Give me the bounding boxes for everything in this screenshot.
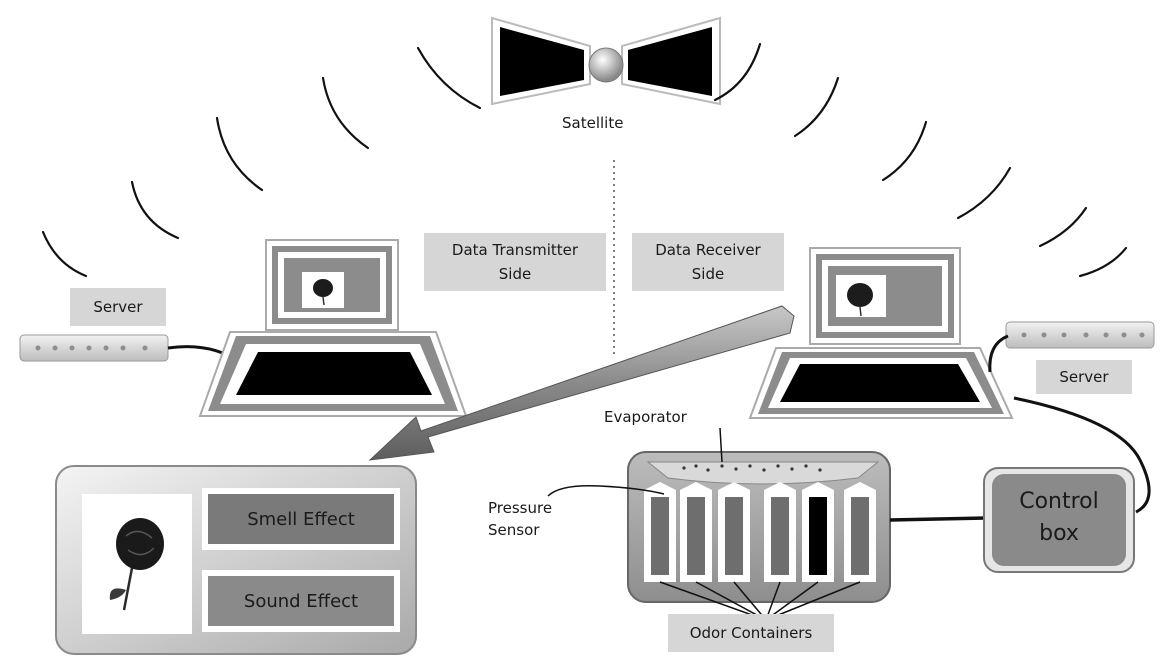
evaporator-label: Evaporator bbox=[604, 408, 687, 426]
server-icon bbox=[19, 334, 169, 362]
arrow-icon bbox=[368, 305, 795, 461]
odor-container bbox=[802, 482, 834, 582]
sound-effect-label: Sound Effect bbox=[243, 590, 359, 612]
smell-effect-box bbox=[202, 488, 400, 550]
odor-container bbox=[718, 482, 750, 582]
odor-container bbox=[764, 482, 796, 582]
odor-container bbox=[680, 482, 712, 582]
odor-containers-label: Odor Containers bbox=[668, 614, 834, 652]
odor-container bbox=[644, 482, 676, 582]
server-icon bbox=[1005, 321, 1155, 349]
sound-effect-box bbox=[202, 570, 400, 632]
rose-icon bbox=[847, 283, 873, 317]
odor-container bbox=[844, 482, 876, 582]
signal-wave-icon bbox=[41, 46, 482, 278]
server-right-label: Server bbox=[1036, 360, 1132, 394]
cable-to-control-box bbox=[1013, 396, 1151, 514]
server-left-label: Server bbox=[70, 288, 166, 326]
rose-icon bbox=[109, 518, 164, 611]
satellite-icon bbox=[491, 16, 721, 106]
control-box bbox=[983, 467, 1135, 573]
smell-effect-label: Smell Effect bbox=[247, 508, 355, 530]
signal-wave-icon bbox=[713, 42, 1128, 278]
receiver-side-label: Data Receiver Side bbox=[632, 233, 784, 291]
transmitter-side-label: Data Transmitter Side bbox=[424, 233, 606, 291]
satellite-label: Satellite bbox=[562, 114, 624, 132]
rose-icon bbox=[313, 279, 333, 306]
control-box-label: Control box bbox=[1019, 489, 1099, 546]
cable-control bbox=[889, 516, 987, 522]
pressure-sensor-label: Pressure Sensor bbox=[488, 499, 553, 539]
cable-right-laptop bbox=[988, 334, 1009, 373]
